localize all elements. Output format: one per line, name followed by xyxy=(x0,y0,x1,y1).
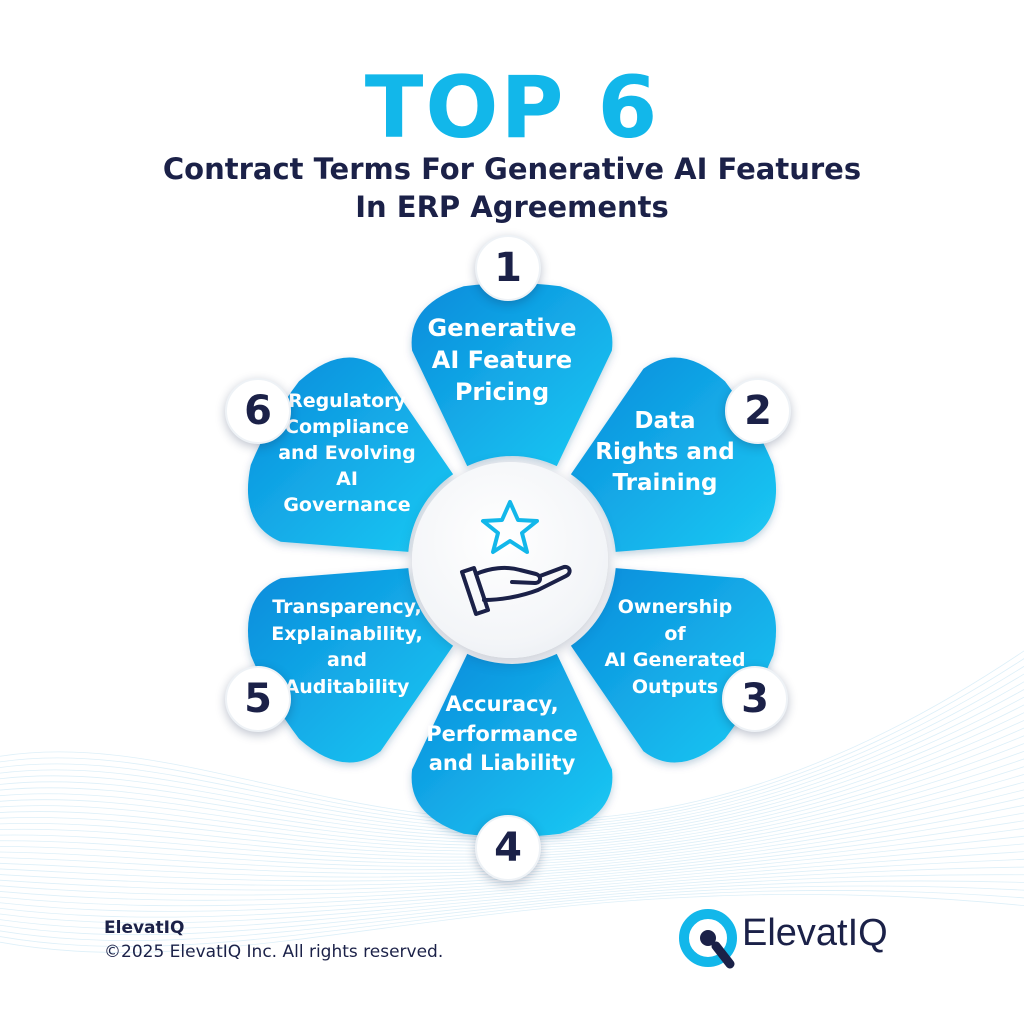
segment-5-label-line: Transparency, xyxy=(272,596,422,618)
background-wave-line xyxy=(0,696,1024,838)
step-5-badge: 5 xyxy=(225,666,291,732)
segment-5-label-line: and xyxy=(327,649,367,671)
segment-5-label-line: Explainability, xyxy=(271,622,423,645)
segment-6-label-line: Regulatory xyxy=(288,390,406,412)
background-wave-line xyxy=(0,719,1024,846)
background-wave-line xyxy=(0,681,1024,832)
subtitle-line-2: In ERP Agreements xyxy=(355,190,669,224)
background-wave-line xyxy=(0,773,1024,867)
step-2-badge: 2 xyxy=(725,378,791,444)
background-wave-line xyxy=(0,742,1024,855)
subtitle-line-1: Contract Terms For Generative AI Feature… xyxy=(162,152,862,186)
background-wave-line xyxy=(0,758,1024,861)
background-wave-line xyxy=(0,828,1024,896)
segment-2-label-line: Training xyxy=(612,470,718,496)
segment-3-label-line: Ownership xyxy=(617,596,733,618)
segment-4-label-line: and Liability xyxy=(428,751,576,775)
background-wave-line xyxy=(0,727,1024,849)
step-3-badge: 3 xyxy=(722,666,788,732)
background-wave-line xyxy=(0,704,1024,841)
wheel-segment-4 xyxy=(411,653,613,837)
background-wave-line xyxy=(0,797,1024,878)
wheel-segment-2 xyxy=(570,357,777,552)
step-6-badge: 6 xyxy=(225,378,291,444)
background-wave-line xyxy=(0,789,1024,874)
background-wave-line xyxy=(0,673,1024,830)
background-wave-line xyxy=(0,843,1024,907)
segment-4-label-line: Performance xyxy=(426,721,578,746)
background-wave-line xyxy=(0,766,1024,864)
segment-5-label-line: Auditability xyxy=(284,675,410,698)
segment-2-label-line: Data xyxy=(634,408,696,434)
background-wave-line xyxy=(0,688,1024,835)
background-wave-line xyxy=(0,885,1024,941)
background-wave-line xyxy=(0,880,1024,936)
wheel-segment-1 xyxy=(411,283,613,467)
footer-copyright: ©2025 ElevatIQ Inc. All rights reserved. xyxy=(104,942,444,962)
segment-1-label-line: AI Feature xyxy=(431,346,573,374)
segment-6-label-line: Compliance xyxy=(285,416,409,438)
background-wave-line xyxy=(0,874,1024,930)
step-4-badge: 4 xyxy=(475,815,541,881)
background-wave-line xyxy=(0,650,1024,821)
background-wave-line xyxy=(0,889,1024,947)
segment-1-label-line: Pricing xyxy=(454,378,550,406)
step-1-badge: 1 xyxy=(475,235,541,301)
footer-company-name: ElevatIQ xyxy=(104,918,185,938)
background-wave-line xyxy=(0,735,1024,852)
segment-4-label-line: Accuracy, xyxy=(445,692,559,716)
segment-2-label-line: Rights and xyxy=(595,439,735,465)
background-wave-line xyxy=(0,665,1024,827)
elevatiq-q-logo-icon xyxy=(679,909,737,969)
segment-6-label-line: and Evolving xyxy=(278,442,416,464)
background-wave-line xyxy=(0,851,1024,912)
background-wave-line xyxy=(0,712,1024,843)
background-wave-line xyxy=(0,858,1024,918)
logo-text: ElevatIQ xyxy=(742,912,888,954)
wheel-segment-5 xyxy=(247,568,454,763)
segment-3-label-line: AI Generated xyxy=(604,649,746,671)
background-wave-line xyxy=(0,893,1024,953)
segment-3-label-line: Outputs xyxy=(631,675,719,698)
background-wave-line xyxy=(0,835,1024,901)
background-wave-line xyxy=(0,657,1024,824)
segment-6-label-line: Governance xyxy=(283,494,411,516)
wheel-segment-6 xyxy=(247,357,454,552)
segment-6-label-line: AI xyxy=(336,468,358,490)
center-disc xyxy=(412,462,608,658)
background-wave-line xyxy=(0,804,1024,882)
page-title: TOP 6 xyxy=(364,58,660,158)
segment-4-label: Accuracy, Performance and Liability xyxy=(402,690,602,779)
segment-3-label-line: of xyxy=(664,622,686,645)
background-wave-line xyxy=(0,781,1024,871)
background-wave-line xyxy=(0,820,1024,891)
segment-1-label-line: Generative xyxy=(427,314,577,342)
hand-holding-star-icon xyxy=(460,500,572,616)
background-wave-line xyxy=(0,866,1024,924)
background-wave-line xyxy=(0,812,1024,886)
background-wave-line xyxy=(0,750,1024,858)
